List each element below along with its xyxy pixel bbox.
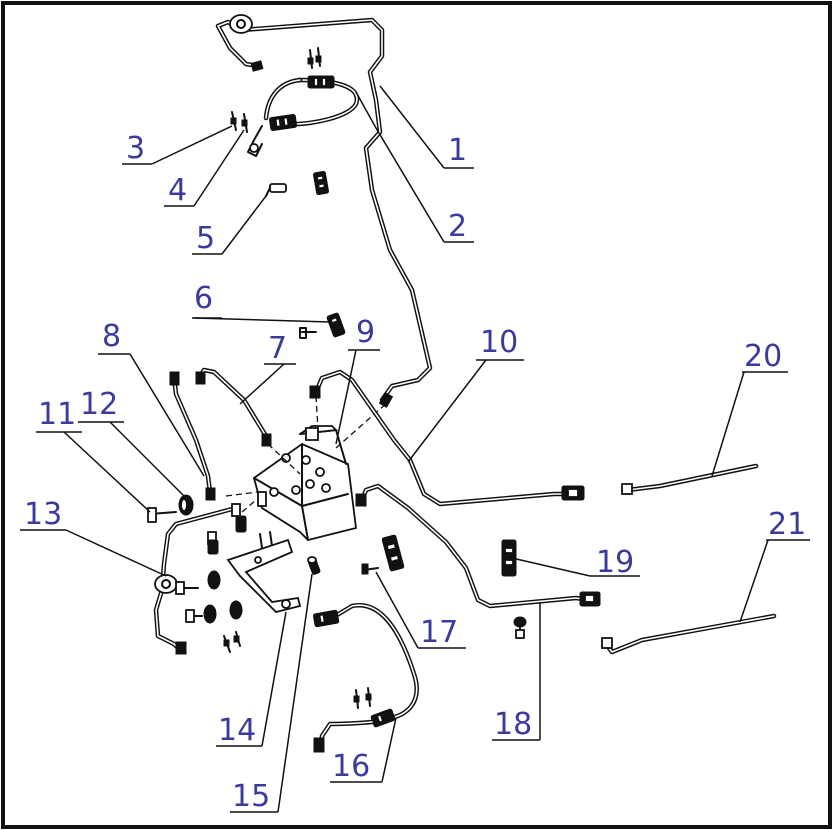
- callout-11: 11: [38, 397, 76, 432]
- callout-7: 7: [268, 331, 287, 366]
- grommet-icon: [154, 574, 178, 594]
- callout-4: 4: [168, 173, 187, 208]
- callout-labels: 1 2 3 4 5 6 7 8 9 10 11 12 13 14 15 16 1: [20, 131, 810, 814]
- pipe-clip-icon: [229, 14, 253, 34]
- union-6: [299, 312, 346, 339]
- union-17: [361, 534, 405, 575]
- bolt-below-18: [513, 616, 527, 639]
- pipe-7: [195, 367, 272, 447]
- callout-12: 12: [80, 387, 118, 422]
- hose-fitting-icon: [307, 75, 335, 89]
- brake-hose-16: [312, 603, 419, 753]
- bolt-11: [147, 507, 177, 523]
- callout-21: 21: [768, 507, 806, 542]
- brake-pipe-21: [601, 613, 777, 655]
- callout-9: 9: [356, 315, 375, 350]
- callout-1: 1: [448, 133, 467, 168]
- brake-pipe-10: [309, 369, 585, 507]
- callout-8: 8: [102, 319, 121, 354]
- union-19: [501, 539, 517, 577]
- brake-hose-2: [247, 47, 360, 157]
- clip-pin-3: [230, 111, 237, 131]
- callout-14: 14: [218, 713, 256, 748]
- nut-12: [178, 494, 194, 516]
- callout-13: 13: [24, 497, 62, 532]
- bolt-5: [265, 170, 330, 197]
- callout-10: 10: [480, 325, 518, 360]
- callout-19: 19: [596, 545, 634, 580]
- callout-2: 2: [448, 209, 467, 244]
- brake-pipe-18: [355, 483, 601, 609]
- callout-6: 6: [194, 281, 213, 316]
- valve-block-9: [225, 395, 389, 541]
- bolt-15: [307, 556, 321, 575]
- brake-pipe-13: [153, 505, 239, 655]
- brake-pipe-1: [215, 14, 433, 408]
- callout-16: 16: [332, 749, 370, 784]
- callout-20: 20: [744, 339, 782, 374]
- callout-3: 3: [126, 131, 145, 166]
- callout-15: 15: [232, 779, 270, 814]
- callout-5: 5: [196, 221, 215, 256]
- pipe-8: [169, 371, 216, 501]
- fittings-cluster: [175, 503, 302, 653]
- callout-17: 17: [420, 615, 458, 650]
- brake-pipe-20: [621, 463, 759, 495]
- clip-pin-4: [241, 113, 248, 133]
- callout-18: 18: [494, 707, 532, 742]
